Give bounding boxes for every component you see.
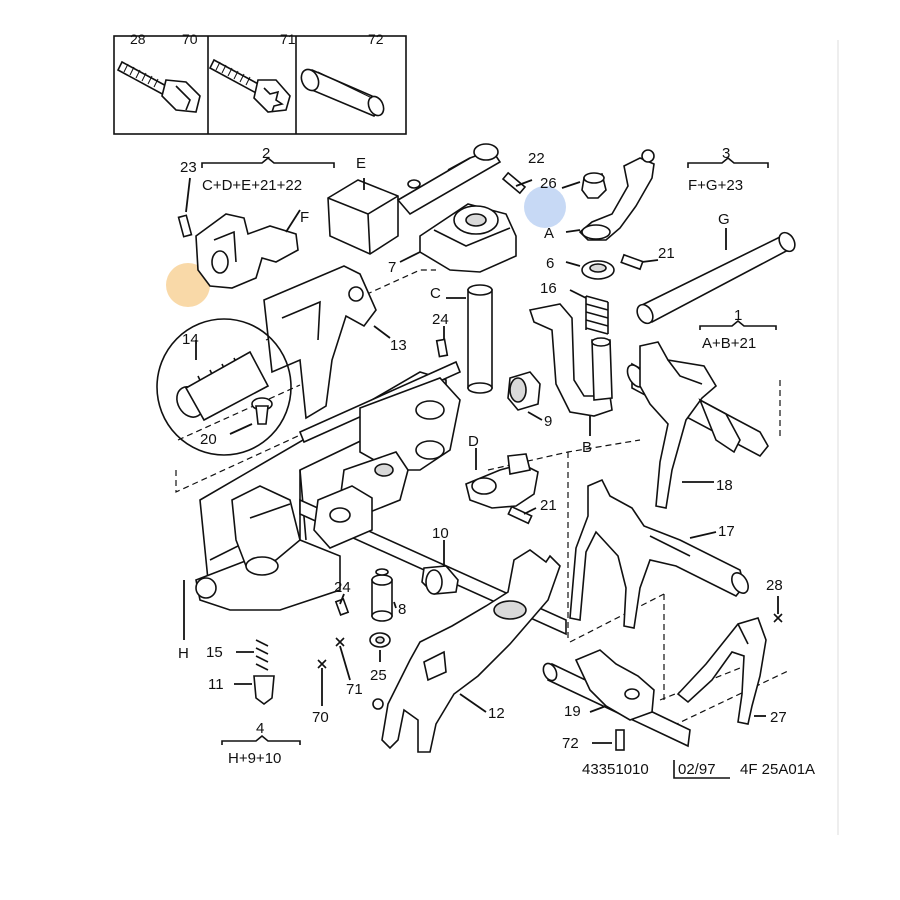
label-F: F: [300, 209, 309, 226]
label-21-lower: 21: [540, 497, 557, 514]
fastener-inset: 28 70 71 72: [113, 31, 407, 135]
shaft-c: [467, 284, 493, 394]
label-21-upper: 21: [658, 245, 675, 262]
actuator-e: [327, 143, 502, 255]
label-G: G: [718, 211, 730, 228]
drawing-date: 02/97: [678, 761, 716, 778]
pin-24-lower-icon: [334, 598, 350, 616]
flange-bolt-icon: [116, 60, 201, 113]
pin-24-upper-icon: [435, 338, 449, 358]
label-D: D: [468, 433, 479, 450]
label-20: 20: [200, 431, 217, 448]
inset-label-70: 70: [182, 31, 198, 47]
group-bracket-2: [201, 156, 335, 168]
shaft-g: [636, 231, 796, 325]
drawing-code: 4F 25A01A: [740, 761, 815, 778]
label-19: 19: [564, 703, 581, 720]
label-3: 3: [722, 145, 730, 162]
label-17: 17: [718, 523, 735, 540]
label-23: 23: [180, 159, 197, 176]
label-71: 71: [346, 681, 363, 698]
label-group-2: C+D+E+21+22: [202, 177, 302, 194]
label-8: 8: [398, 601, 406, 618]
inset-label-72: 72: [368, 31, 384, 47]
bracket-d: [465, 453, 539, 509]
fork-27: [676, 617, 767, 725]
label-24-lower: 24: [334, 579, 351, 596]
highlight-dot-blue: [524, 186, 566, 228]
selector-finger-2: [195, 213, 299, 289]
label-group-1: A+B+21: [702, 335, 756, 352]
inset-label-28: 28: [130, 31, 146, 47]
label-1: 1: [734, 307, 742, 324]
detail-circle-14-20: [156, 318, 292, 456]
label-70: 70: [312, 709, 329, 726]
sleeve-10-icon: [421, 565, 459, 595]
pin-21-lower-icon: [507, 505, 533, 525]
label-A: A: [544, 225, 554, 242]
shaft-19: [542, 649, 691, 748]
cap-26-icon: [581, 172, 607, 199]
spring-16-icon: [585, 295, 609, 335]
label-28: 28: [766, 577, 783, 594]
label-10: 10: [432, 525, 449, 542]
group-bracket-1: [699, 319, 777, 330]
label-4: 4: [256, 720, 264, 737]
roll-pin-icon: [300, 68, 385, 117]
cross-marks: [317, 613, 783, 669]
label-18: 18: [716, 477, 733, 494]
label-27: 27: [770, 709, 787, 726]
pin-23-icon: [177, 214, 193, 238]
label-6: 6: [546, 255, 554, 272]
label-E: E: [356, 155, 366, 172]
label-7: 7: [388, 259, 396, 276]
label-15: 15: [206, 644, 223, 661]
pin-20-icon: [251, 397, 273, 425]
label-13: 13: [390, 337, 407, 354]
label-72: 72: [562, 735, 579, 752]
label-group-4: H+9+10: [228, 750, 281, 767]
label-25: 25: [370, 667, 387, 684]
fork-12: [372, 549, 561, 753]
label-26: 26: [540, 175, 557, 192]
group-bracket-3: [687, 156, 769, 168]
label-11: 11: [208, 676, 224, 693]
reference-footer: 43351010 02/97 4F 25A01A: [582, 760, 815, 779]
callout-labels: 23 2 C+D+E+21+22 E F 22 26 3 F+G+23 A 7 …: [178, 145, 787, 767]
pin-22-icon: [501, 171, 527, 195]
label-2: 2: [262, 145, 270, 162]
label-14: 14: [182, 331, 199, 348]
plunger-8-icon: [371, 568, 393, 622]
highlight-dot-orange: [166, 263, 210, 307]
label-C: C: [430, 285, 441, 302]
pin-21-upper-icon: [620, 253, 644, 271]
bushing-9-icon: [507, 371, 541, 411]
pin-72-lower-icon: [615, 729, 625, 751]
date-box: [673, 760, 730, 779]
label-H: H: [178, 645, 189, 662]
label-group-3: F+G+23: [688, 177, 743, 194]
washer-6-icon: [581, 260, 615, 280]
spring-15-icon: [255, 639, 269, 671]
label-22: 22: [528, 150, 545, 167]
label-16: 16: [540, 280, 557, 297]
fork-18: [626, 341, 769, 509]
label-24-upper: 24: [432, 311, 449, 328]
leader-lines: [183, 177, 779, 744]
spring-14-icon: [176, 350, 270, 422]
detent-ball-11-icon: [253, 675, 275, 705]
washer-25-icon: [369, 632, 391, 648]
torx-bolt-icon: [208, 58, 291, 113]
drawing-number: 43351010: [582, 761, 649, 778]
label-9: 9: [544, 413, 552, 430]
group-bracket-4: [221, 734, 301, 745]
lever-3: [578, 149, 655, 241]
label-12: 12: [488, 705, 505, 722]
bracket-b: [528, 303, 613, 417]
fork-17: [569, 478, 749, 629]
inset-label-71: 71: [280, 31, 296, 47]
label-B: B: [582, 439, 592, 456]
selector-housing-7: [419, 203, 517, 273]
